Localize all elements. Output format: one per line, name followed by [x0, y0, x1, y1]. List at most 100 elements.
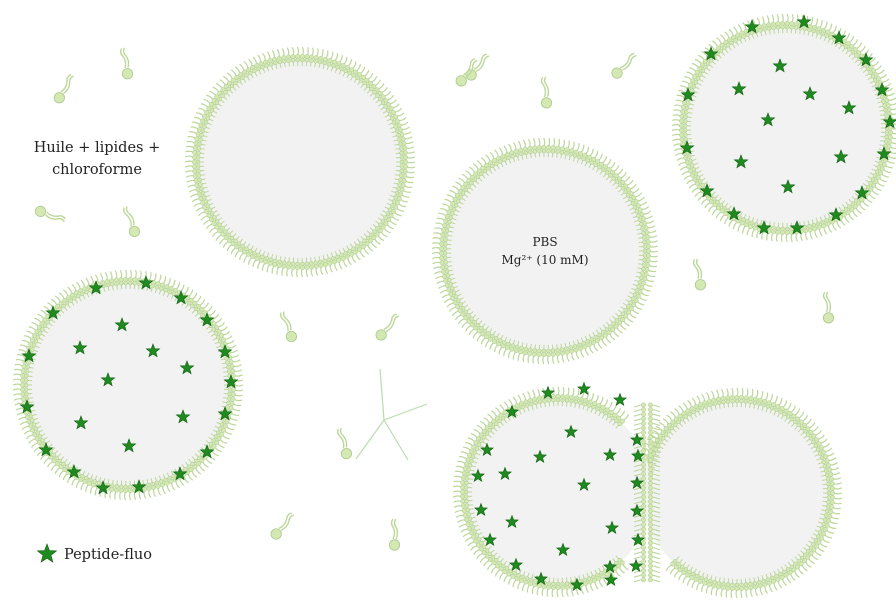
lipid-head: [555, 149, 560, 155]
lipid-head: [529, 401, 534, 407]
lipid-head: [286, 261, 291, 266]
lipid-head: [586, 403, 592, 408]
lipid-head: [399, 164, 405, 169]
lipid-head: [824, 218, 829, 223]
lipid-head: [380, 218, 386, 224]
lipid-head: [691, 409, 696, 415]
lipid-head: [295, 57, 300, 63]
lipid-head: [639, 275, 644, 281]
lipid-head: [24, 369, 30, 374]
lipid-head: [648, 531, 653, 537]
peptide-star-icon: [541, 385, 555, 399]
peptide-star-icon: [744, 19, 760, 34]
lipid-head: [641, 558, 646, 564]
lipid-head: [595, 572, 600, 578]
lipid-head: [648, 430, 653, 436]
lipid-head: [167, 475, 172, 481]
lipid-head: [813, 538, 819, 543]
lipid-head: [476, 442, 482, 447]
lipid-head: [824, 472, 830, 478]
free-lipid-icon: [388, 518, 401, 551]
lipid-head: [586, 576, 592, 581]
lipid-head: [487, 427, 493, 433]
lipid-head: [444, 268, 450, 274]
lipid-head: [850, 50, 856, 55]
lipid-head: [498, 159, 503, 164]
lipid-head: [35, 430, 41, 435]
lipid-head: [682, 119, 688, 124]
lipid-head: [648, 558, 653, 564]
lipid-head: [679, 416, 685, 422]
peptide-star-icon: [630, 432, 644, 446]
lipid-head: [226, 232, 231, 238]
lipid-tail: [652, 427, 661, 431]
free-lipid-icon: [822, 291, 835, 324]
free-lipid-icon: [123, 206, 141, 238]
lipid-head: [826, 499, 831, 505]
lipid-head: [780, 226, 785, 232]
lipid-head: [57, 458, 63, 464]
peptide-star-icon: [731, 81, 747, 96]
lipid-head: [260, 254, 265, 260]
lipid-tail: [652, 404, 661, 408]
lipid-head: [26, 360, 31, 365]
lipid-head: [611, 321, 616, 326]
lipid-head: [313, 58, 318, 64]
lipid-head: [23, 382, 29, 388]
lipid-head: [708, 578, 713, 584]
lipid-head: [40, 438, 45, 443]
lipid-head: [749, 220, 755, 226]
lipid-head: [715, 199, 720, 205]
lipid-head: [733, 38, 738, 43]
lipid-head: [200, 128, 206, 134]
lipid-head: [519, 151, 524, 157]
lipid-tail: [692, 259, 700, 280]
lipid-head: [813, 443, 819, 448]
lipid-tail: [652, 496, 661, 500]
lipid-head: [883, 112, 889, 117]
lipid-head: [807, 27, 812, 33]
lipid-head: [355, 244, 360, 249]
free-lipid-icon: [270, 512, 295, 540]
peptide-star-icon: [680, 87, 696, 102]
lipid-head: [695, 573, 700, 579]
lipid-head: [114, 484, 119, 489]
lipid-head: [585, 158, 590, 163]
lipid-head: [347, 248, 352, 254]
lipid-head: [669, 425, 675, 431]
lipid-head: [372, 90, 377, 95]
lipid-tail: [633, 473, 642, 477]
lipid-head: [634, 288, 640, 293]
lipid-head: [639, 221, 644, 227]
peptide-star-icon: [21, 348, 37, 363]
lipid-head: [92, 479, 98, 484]
lipid-head: [853, 198, 859, 203]
lipid-tail: [633, 459, 642, 463]
lipid-head: [532, 348, 538, 353]
lipid-head: [226, 396, 232, 401]
lipid-head: [802, 224, 808, 230]
lipid-head: [121, 68, 134, 80]
lipid-head: [351, 72, 356, 78]
lipid-head: [743, 582, 749, 587]
lipid-head: [641, 549, 646, 555]
peptide-star-icon: [828, 207, 844, 222]
lipid-tail: [652, 556, 661, 560]
lipid-head: [532, 149, 538, 154]
lipid-head: [819, 455, 825, 461]
lipid-tail: [633, 418, 642, 422]
lipid-head: [163, 287, 168, 293]
lipid-head: [741, 217, 746, 222]
lipid-head: [868, 70, 873, 75]
lipid-tail: [652, 445, 661, 449]
lipid-head: [330, 256, 336, 261]
lipid-head: [546, 398, 552, 403]
fusion-septum: [633, 402, 661, 583]
lipid-head: [150, 481, 155, 487]
peptide-star-icon: [760, 112, 776, 127]
lipid-tail: [652, 478, 661, 482]
peptide-star-icon: [603, 447, 617, 461]
peptide-star-icon: [631, 448, 645, 462]
lipid-head: [223, 229, 228, 234]
lipid-head: [641, 425, 646, 431]
